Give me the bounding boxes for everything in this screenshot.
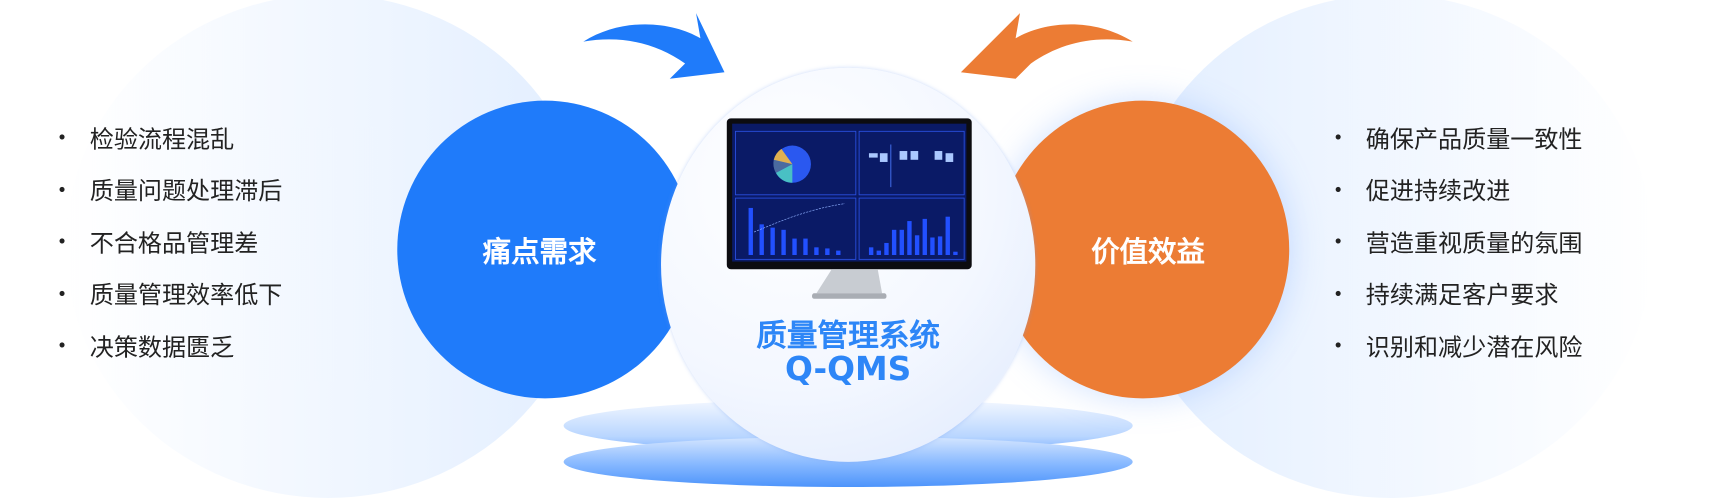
pain-points-list: •检验流程混乱 •质量问题处理滞后 •不合格品管理差 •质量管理效率低下 •决策…: [57, 112, 282, 372]
list-item-text: 营造重视质量的氛围: [1365, 230, 1583, 259]
list-item: •确保产品质量一致性: [1333, 112, 1583, 164]
list-item-text: 质量管理效率低下: [89, 282, 283, 310]
value-label: 价值效益: [1091, 235, 1205, 269]
list-item: •质量管理效率低下: [57, 268, 282, 320]
list-item: •质量问题处理滞后: [57, 164, 282, 216]
list-item: •营造重视质量的氛围: [1333, 216, 1583, 268]
list-item-text: 持续满足客户要求: [1365, 282, 1559, 310]
list-item-text: 识别和减少潜在风险: [1365, 334, 1583, 362]
pain-points-circle: 痛点需求: [397, 100, 693, 399]
system-subtitle: Q-QMS: [784, 350, 912, 389]
list-item-text: 促进持续改进: [1365, 178, 1511, 207]
list-item-text: 确保产品质量一致性: [1365, 126, 1583, 155]
list-item-text: 检验流程混乱: [89, 126, 235, 155]
monitor-dashboard-image: [726, 118, 972, 299]
list-item-text: 不合格品管理差: [89, 230, 259, 259]
list-item: •检验流程混乱: [57, 112, 282, 164]
list-item: •决策数据匮乏: [57, 320, 282, 372]
list-item: •促进持续改进: [1333, 164, 1583, 216]
value-benefits-list: •确保产品质量一致性 •促进持续改进 •营造重视质量的氛围 •持续满足客户要求 …: [1333, 112, 1583, 372]
system-title: 质量管理系统: [756, 317, 941, 354]
list-item: •不合格品管理差: [57, 216, 282, 268]
orange-arrow-icon: [960, 13, 1133, 79]
pain-points-label: 痛点需求: [482, 235, 597, 269]
list-item-text: 质量问题处理滞后: [89, 178, 283, 207]
value-circle: 价值效益: [995, 100, 1290, 399]
list-item: •识别和减少潜在风险: [1333, 320, 1583, 372]
list-item: •持续满足客户要求: [1333, 268, 1583, 320]
blue-arrow-icon: [583, 13, 725, 79]
list-item-text: 决策数据匮乏: [89, 334, 235, 362]
